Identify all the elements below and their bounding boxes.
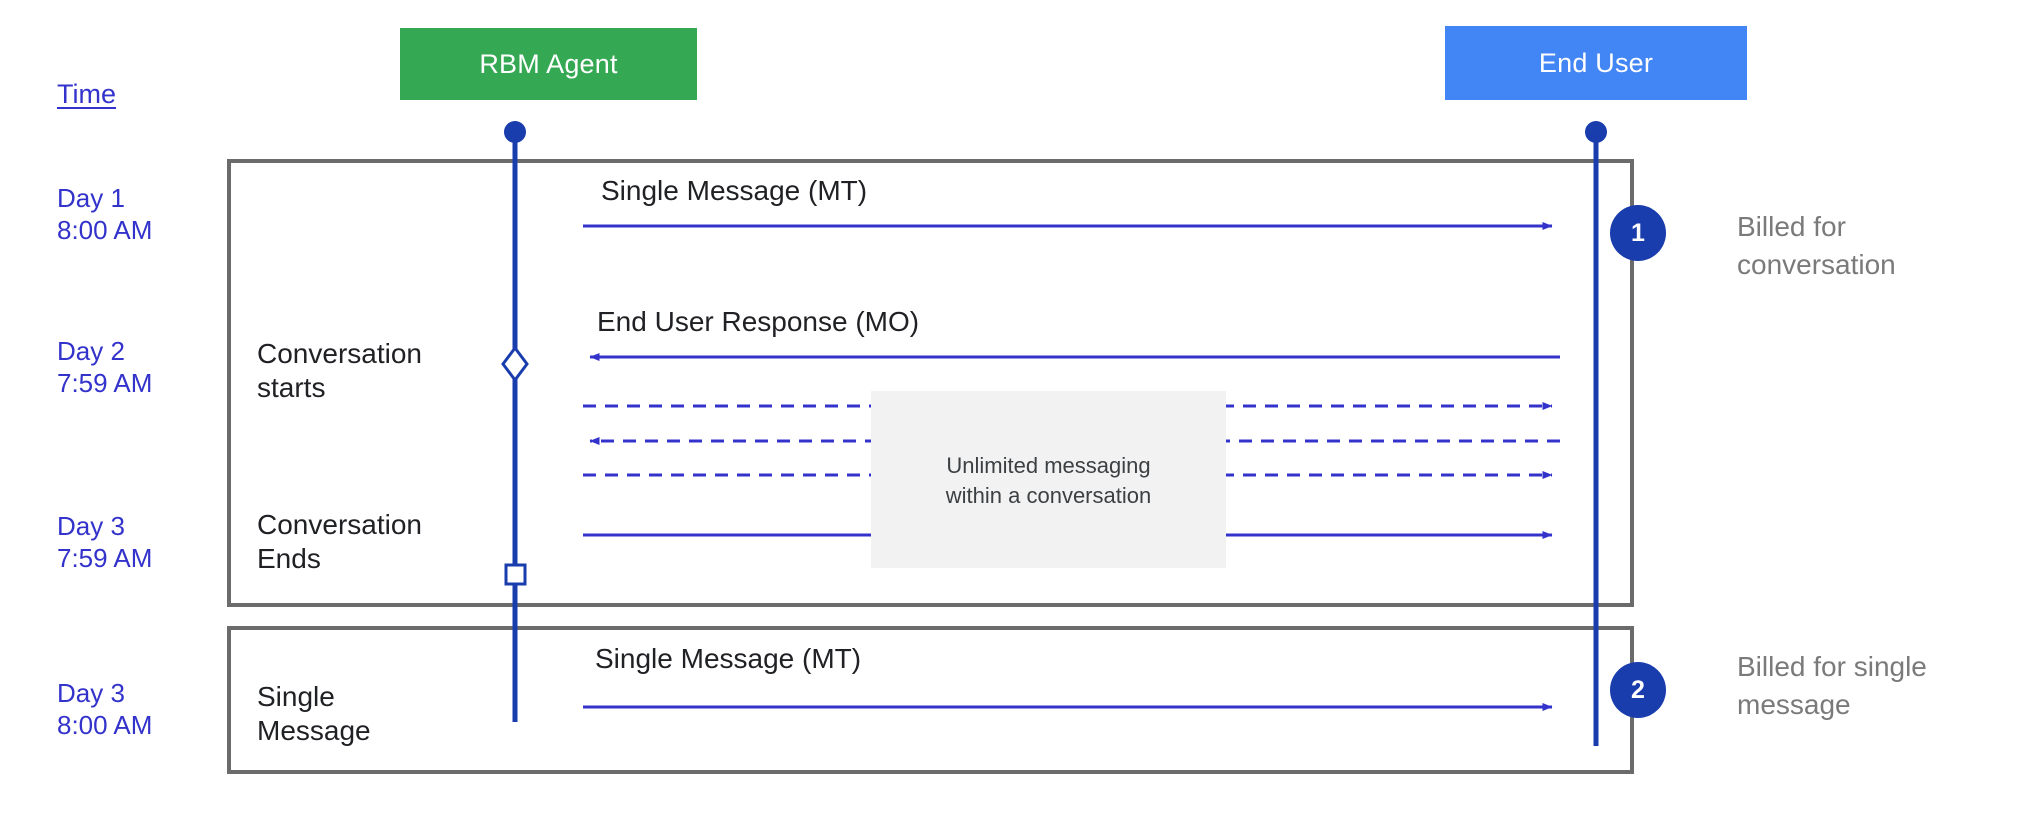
billing-badge-1-number: 1 bbox=[1631, 218, 1645, 247]
message-label-single-message-mt-bottom: Single Message (MT) bbox=[595, 643, 862, 674]
time-label-day3-759am: Day 3 7:59 AM bbox=[57, 511, 153, 573]
time-axis-header: Time bbox=[57, 79, 116, 109]
square-marker-conversation-end bbox=[504, 563, 527, 586]
billing-badge-1[interactable]: 1 bbox=[1610, 205, 1666, 261]
actor-label-rbm-agent: RBM Agent bbox=[479, 48, 618, 79]
time-label-day3-8am: Day 3 8:00 AM bbox=[57, 678, 153, 740]
phase-label-conversation-starts: Conversation starts bbox=[257, 338, 422, 403]
actor-box-rbm-agent[interactable]: RBM Agent bbox=[400, 28, 697, 100]
billing-note-conversation: Billed for conversation bbox=[1737, 211, 1896, 280]
time-label-day1-8am: Day 1 8:00 AM bbox=[57, 183, 153, 245]
note-unlimited-messaging: Unlimited messaging within a conversatio… bbox=[871, 391, 1226, 568]
actor-box-end-user[interactable]: End User bbox=[1445, 26, 1747, 100]
message-label-end-user-response-mo: End User Response (MO) bbox=[597, 306, 920, 337]
lifeline-head-end-user bbox=[1585, 121, 1607, 143]
message-label-single-message-mt-top: Single Message (MT) bbox=[601, 175, 868, 206]
billing-badge-2[interactable]: 2 bbox=[1610, 662, 1666, 718]
billing-badge-2-number: 2 bbox=[1631, 675, 1645, 704]
phase-label-single-message: Single Message bbox=[257, 681, 371, 746]
billing-note-single-message: Billed for single message bbox=[1737, 651, 1927, 720]
note-text: Unlimited messaging within a conversatio… bbox=[945, 453, 1152, 508]
actor-label-end-user: End User bbox=[1538, 47, 1654, 78]
phase-label-conversation-ends: Conversation Ends bbox=[257, 509, 422, 574]
time-label-day2-759am: Day 2 7:59 AM bbox=[57, 336, 153, 398]
single-message-frame bbox=[227, 626, 1634, 774]
lifeline-head-rbm-agent bbox=[504, 121, 526, 143]
conversation-frame bbox=[227, 159, 1634, 607]
diamond-marker-conversation-start bbox=[501, 345, 529, 383]
